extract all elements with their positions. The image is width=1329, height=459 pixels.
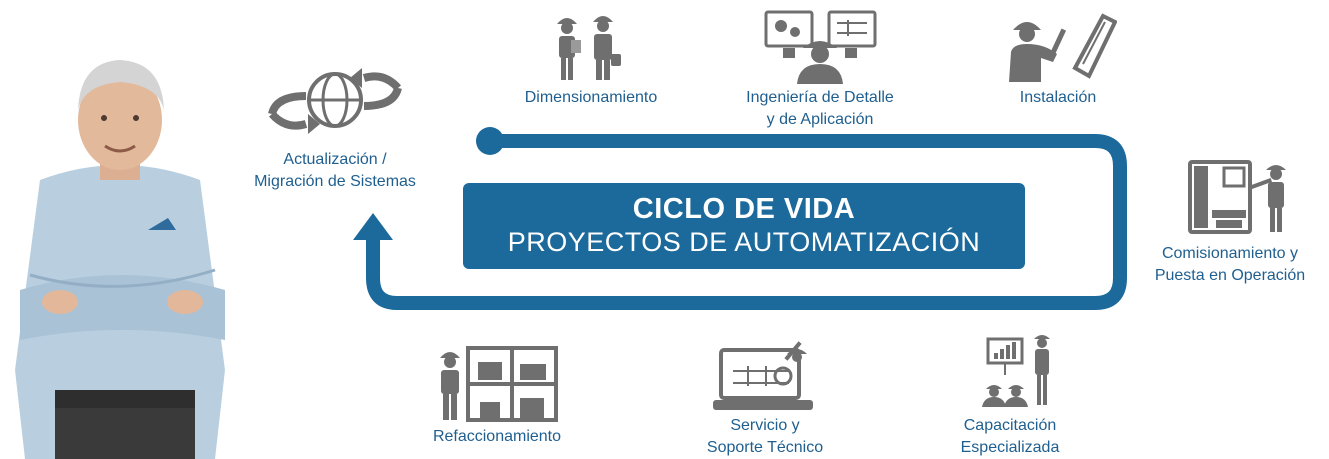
- stage-label-ingenieria: Ingeniería de Detalle y de Aplicación: [746, 89, 894, 128]
- stage-label-comisionamiento: Comisionamiento y Puesta en Operación: [1154, 245, 1306, 284]
- engineers-icon: [557, 16, 621, 80]
- stage-label-instalacion: Instalación: [1019, 89, 1097, 106]
- lifecycle-center-banner: CICLO DE VIDA PROYECTOS DE AUTOMATIZACIÓ…: [463, 183, 1025, 269]
- stage-label-refaccionamiento: Refaccionamiento: [432, 428, 562, 445]
- stage-label-actualizacion: Actualización / Migración de Sistemas: [254, 151, 416, 190]
- training-icon: [982, 335, 1050, 407]
- stage-label-servicio: Servicio y Soporte Técnico: [706, 417, 824, 456]
- stage-label-capacitacion: Capacitación Especializada: [960, 417, 1060, 456]
- laptop-support-icon: [713, 341, 813, 410]
- spare-parts-icon: [440, 346, 558, 422]
- person-photo: [15, 60, 225, 459]
- engineering-monitors-icon: [764, 10, 877, 84]
- installer-icon: [1009, 13, 1117, 82]
- globe-update-icon: [268, 68, 402, 134]
- banner-title: CICLO DE VIDA: [632, 193, 856, 225]
- commissioning-icon: [1188, 160, 1286, 234]
- banner-subtitle: PROYECTOS DE AUTOMATIZACIÓN: [507, 227, 981, 257]
- stage-label-dimensionamiento: Dimensionamiento: [524, 89, 658, 106]
